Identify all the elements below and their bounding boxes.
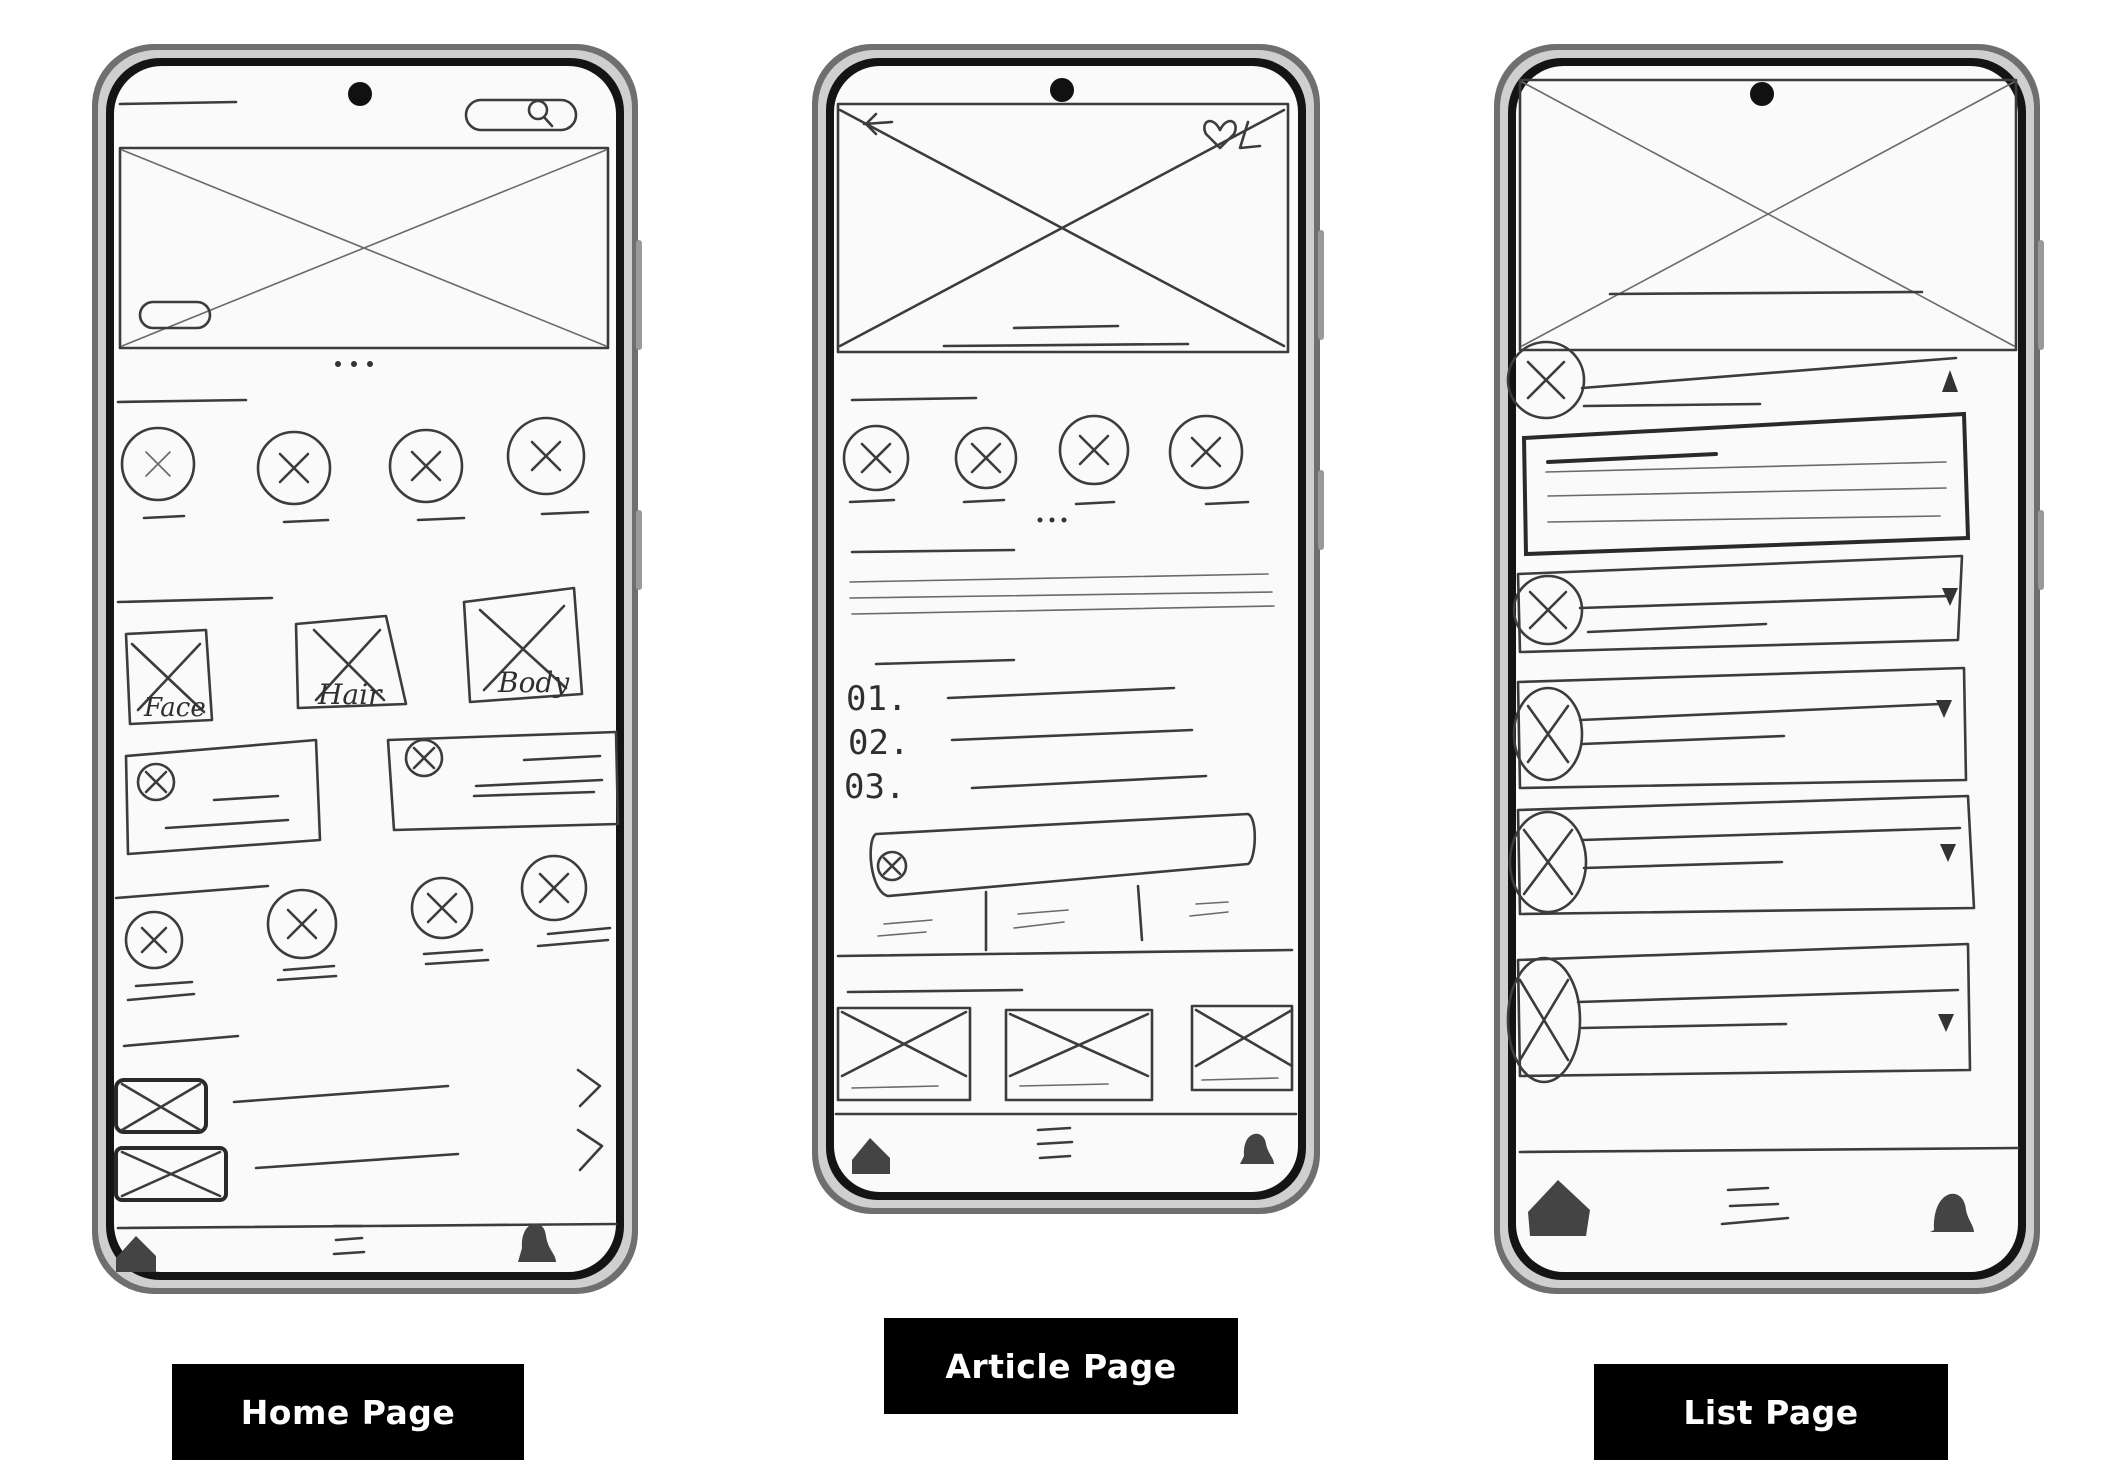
step-number-3: 03. — [844, 767, 905, 807]
heart-icon[interactable] — [1203, 119, 1237, 150]
home-icon[interactable] — [852, 1138, 890, 1174]
back-arrow-icon[interactable] — [862, 112, 894, 136]
caption-list-page: List Page — [1594, 1364, 1948, 1460]
article-round-icon-row[interactable] — [842, 414, 1250, 506]
category-label-body: Body — [497, 666, 570, 699]
author-stats — [877, 884, 1229, 952]
step-list: 01. 02. 03. — [844, 679, 1208, 807]
article-dots — [1037, 517, 1067, 523]
search-icon[interactable] — [527, 99, 549, 121]
camera-dot — [348, 82, 372, 106]
bottom-nav — [116, 1223, 556, 1272]
list-row-expanded[interactable] — [1521, 411, 1971, 557]
profile-icon[interactable] — [1930, 1193, 1974, 1232]
caret-up-icon[interactable] — [1942, 370, 1958, 392]
bottom-nav — [852, 1126, 1274, 1174]
round-category-row[interactable] — [120, 416, 590, 524]
hero-button[interactable] — [138, 300, 212, 330]
carousel-dots — [335, 361, 373, 367]
promo-card-left[interactable] — [124, 738, 322, 856]
list-row-2[interactable] — [114, 1128, 604, 1202]
hero-banner-placeholder — [118, 146, 610, 350]
chevron-right-icon[interactable] — [576, 1068, 602, 1108]
list-row-2[interactable] — [1512, 554, 1964, 654]
step-number-1: 01. — [846, 679, 907, 719]
list-row-4[interactable] — [1508, 794, 1976, 916]
menu-icon[interactable] — [1036, 1126, 1074, 1160]
caret-down-icon[interactable] — [1936, 700, 1952, 718]
search-pill[interactable] — [464, 98, 578, 132]
share-icon[interactable] — [1238, 120, 1262, 150]
caret-down-icon[interactable] — [1940, 844, 1956, 862]
home-icon[interactable] — [1528, 1180, 1590, 1236]
phone-home: Face Hair Body — [88, 40, 648, 1300]
article-wireframe: 01. 02. 03. — [812, 44, 1324, 1214]
author-card[interactable] — [869, 812, 1257, 898]
home-icon[interactable] — [116, 1236, 156, 1272]
round-item-row[interactable] — [124, 854, 612, 1002]
profile-icon[interactable] — [1240, 1133, 1274, 1164]
caption-article-page: Article Page — [884, 1318, 1238, 1414]
home-wireframe: Face Hair Body — [92, 44, 642, 1294]
menu-icon[interactable] — [332, 1224, 366, 1256]
category-card-face[interactable]: Face — [124, 628, 214, 726]
menu-icon[interactable] — [1720, 1186, 1790, 1226]
camera-dot — [1750, 82, 1774, 106]
step-number-2: 02. — [848, 723, 909, 763]
related-article-cards[interactable] — [836, 1004, 1294, 1102]
caption-home-page: Home Page — [172, 1364, 524, 1460]
profile-icon[interactable] — [518, 1223, 556, 1263]
list-wireframe — [1494, 44, 2044, 1294]
list-hero-placeholder — [1518, 78, 2018, 352]
bottom-nav — [1528, 1180, 1974, 1236]
promo-card-right[interactable] — [386, 730, 620, 832]
category-card-hair[interactable]: Hair — [294, 614, 408, 711]
list-row-1[interactable] — [1506, 340, 1958, 420]
category-label-hair: Hair — [317, 678, 383, 711]
camera-dot — [1050, 78, 1074, 102]
list-row-1[interactable] — [114, 1068, 602, 1134]
caret-down-icon[interactable] — [1938, 1014, 1954, 1032]
caret-down-icon[interactable] — [1942, 588, 1958, 606]
list-row-3[interactable] — [1512, 666, 1968, 790]
phone-list — [1490, 40, 2050, 1300]
category-card-body[interactable]: Body — [462, 586, 584, 704]
category-label-face: Face — [143, 693, 206, 723]
phone-article: 01. 02. 03. — [808, 40, 1328, 1220]
list-row-5[interactable] — [1506, 942, 1972, 1084]
article-hero-placeholder — [836, 102, 1290, 354]
chevron-right-icon[interactable] — [576, 1128, 604, 1172]
